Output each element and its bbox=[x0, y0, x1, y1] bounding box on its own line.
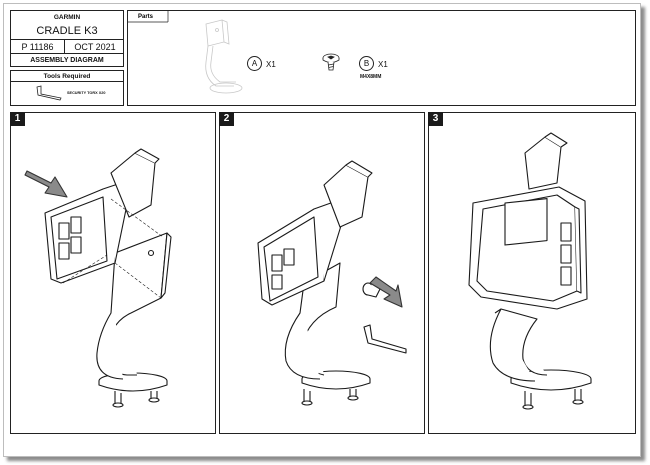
part-b-spec: M4X8MM bbox=[360, 74, 382, 80]
step-1-illustration bbox=[24, 148, 172, 408]
tool-label: SECURITY TORX X20 bbox=[67, 91, 106, 95]
step-number: 3 bbox=[428, 112, 443, 126]
part-b-marker: B bbox=[359, 56, 374, 71]
step-number: 1 bbox=[10, 112, 25, 126]
step-2-panel: 2 bbox=[219, 112, 425, 434]
step-2-illustration bbox=[257, 160, 407, 406]
step-3-panel: 3 bbox=[428, 112, 636, 434]
part-a-quantity: X1 bbox=[266, 60, 276, 69]
parts-heading: Parts bbox=[138, 14, 154, 20]
part-number-date-row: P 11186 OCT 2021 bbox=[11, 40, 123, 54]
part-number: P 11186 bbox=[11, 40, 65, 54]
document-type: ASSEMBLY DIAGRAM bbox=[30, 57, 104, 64]
hex-key-icon bbox=[36, 85, 62, 101]
assembly-sheet: GARMIN CRADLE K3 P 11186 OCT 2021 ASSEMB… bbox=[3, 3, 641, 457]
cradle-stand-icon bbox=[205, 19, 243, 94]
part-b-letter: B bbox=[363, 59, 370, 68]
screw-icon bbox=[322, 53, 340, 71]
parts-heading-rule bbox=[128, 11, 169, 23]
step-number: 2 bbox=[219, 112, 234, 126]
tools-heading: Tools Required bbox=[11, 73, 123, 82]
part-b-quantity: X1 bbox=[378, 60, 388, 69]
brand-name: GARMIN bbox=[53, 14, 81, 21]
step-1-panel: 1 bbox=[10, 112, 216, 434]
tools-box: Tools Required SECURITY TORX X20 bbox=[10, 70, 124, 106]
document-date: OCT 2021 bbox=[74, 42, 116, 52]
part-a-marker: A bbox=[247, 56, 262, 71]
parts-box: Parts A X1 bbox=[127, 10, 636, 106]
part-a-letter: A bbox=[251, 59, 258, 68]
product-name: CRADLE K3 bbox=[11, 24, 123, 40]
step-3-illustration bbox=[468, 132, 592, 410]
title-block: GARMIN CRADLE K3 P 11186 OCT 2021 ASSEMB… bbox=[10, 10, 124, 67]
